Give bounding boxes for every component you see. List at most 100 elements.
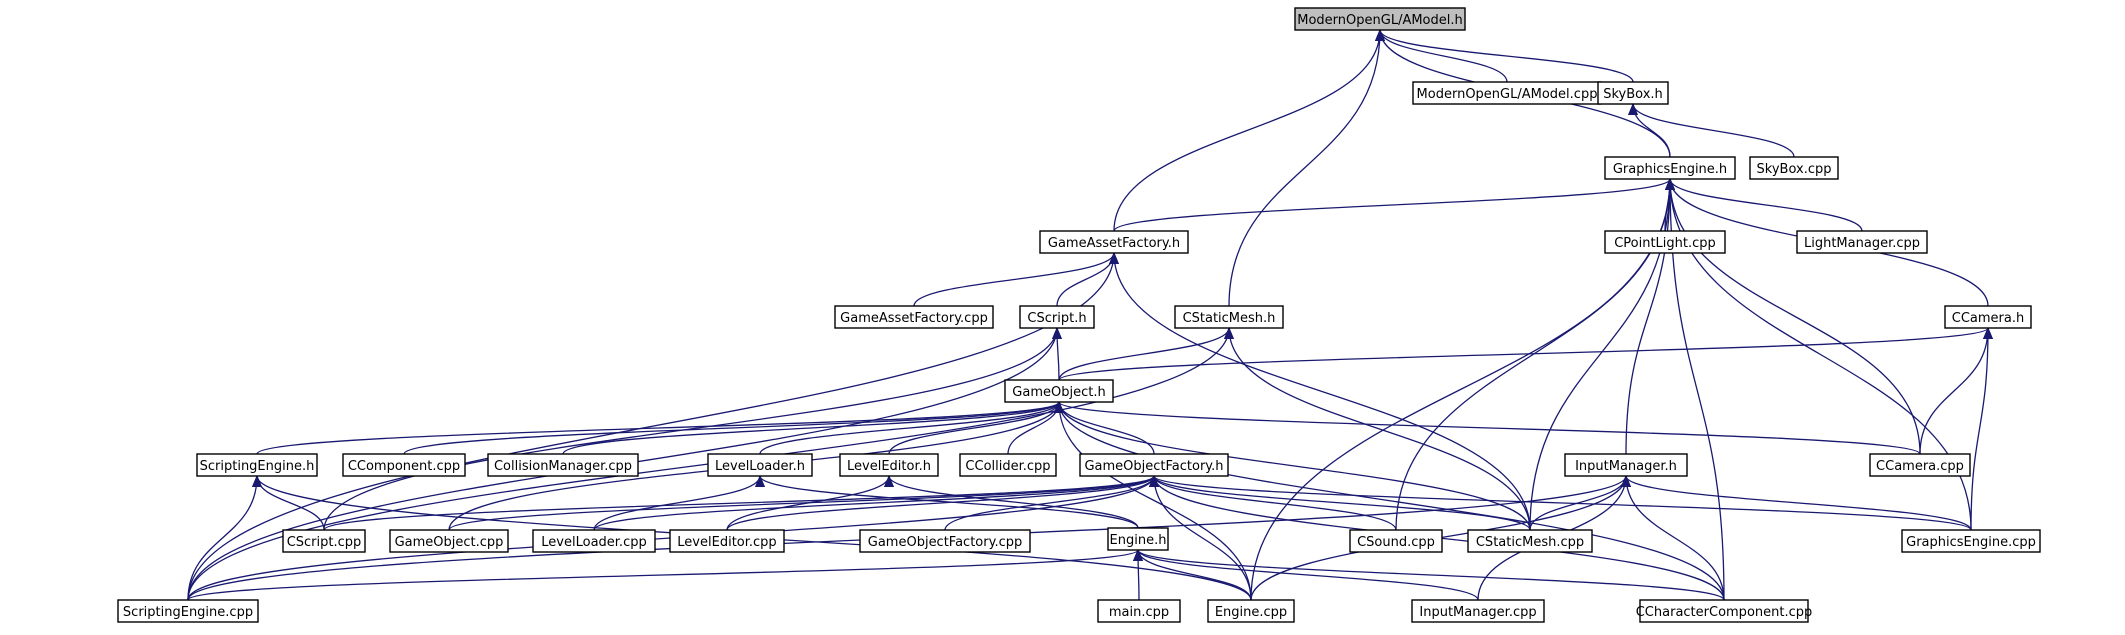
- edge-gameobject_h-to-scriptingengine_h: [256, 401, 1064, 455]
- node-label: GameAssetFactory.cpp: [840, 311, 988, 326]
- node-box: [707, 453, 813, 477]
- node-label: InputManager.cpp: [1419, 605, 1536, 620]
- node-ccollider-cpp[interactable]: CCollider.cpp: [959, 453, 1057, 477]
- node-box: [282, 529, 366, 553]
- edge-amodel_h-to-skybox_h: [1375, 29, 1634, 83]
- nodes-layer: ModernOpenGL/AModel.hModernOpenGL/AModel…: [117, 7, 2041, 623]
- edge-gameobjectfactory_h-to-csound_cpp: [1149, 475, 1397, 531]
- node-csound-cpp[interactable]: CSound.cpp: [1349, 529, 1443, 553]
- node-cscript-h[interactable]: CScript.h: [1019, 305, 1095, 329]
- edge-amodel_h-to-amodel_cpp: [1375, 29, 1508, 83]
- edge-graphicsengine_h-to-lightmanager_cpp: [1665, 178, 1863, 232]
- node-gameobject-cpp[interactable]: GameObject.cpp: [389, 529, 509, 553]
- edge-cstaticmesh_h-to-cstaticmesh_cpp: [1224, 327, 1531, 531]
- edge-ccamera_h-to-graphicsengine_cpp: [1970, 327, 1993, 531]
- node-leveleditor-cpp[interactable]: LevelEditor.cpp: [669, 529, 785, 553]
- edge-gameobject_h-to-ccamera_cpp: [1054, 401, 1921, 455]
- edge-cscript_h-to-cscript_cpp: [323, 327, 1062, 531]
- node-scriptingengine-cpp[interactable]: ScriptingEngine.cpp: [117, 599, 259, 623]
- node-label: SkyBox.h: [1603, 87, 1663, 102]
- edge-skybox_h-to-skybox_cpp: [1628, 103, 1795, 158]
- node-label: GameObject.cpp: [395, 535, 504, 550]
- node-box: [1039, 230, 1189, 254]
- node-levelloader-cpp[interactable]: LevelLoader.cpp: [532, 529, 656, 553]
- node-box: [1901, 529, 2041, 553]
- node-cstaticmesh-h[interactable]: CStaticMesh.h: [1174, 305, 1284, 329]
- edge-amodel_h-to-cstaticmesh_h: [1228, 29, 1385, 307]
- edge-engine_h-to-engine_cpp: [1133, 549, 1252, 601]
- edge-gameobject_h-to-cstaticmesh_cpp: [1054, 401, 1531, 531]
- node-box: [1107, 527, 1169, 551]
- node-ccamera-cpp[interactable]: CCamera.cpp: [1869, 453, 1971, 477]
- node-graphicsengine-cpp[interactable]: GraphicsEngine.cpp: [1901, 529, 2041, 553]
- node-label: CCharacterComponent.cpp: [1636, 605, 1813, 620]
- node-amodel-cpp[interactable]: ModernOpenGL/AModel.cpp: [1412, 81, 1602, 105]
- edge-amodel_h-to-gameassetfactory_h: [1113, 29, 1385, 232]
- node-label: LightManager.cpp: [1804, 236, 1920, 251]
- edge-gameobjectfactory_h-to-cstaticmesh_cpp: [1149, 475, 1531, 531]
- node-gameobjectfactory-cpp[interactable]: GameObjectFactory.cpp: [859, 529, 1031, 553]
- edge-gameobjectfactory_h-to-gameobject_cpp: [448, 475, 1159, 531]
- edge-graphicsengine_h-to-ccamera_cpp: [1665, 178, 1921, 455]
- node-graphicsengine-h[interactable]: GraphicsEngine.h: [1604, 156, 1736, 180]
- node-box: [1294, 7, 1466, 31]
- node-gameobject-h[interactable]: GameObject.h: [1004, 379, 1114, 403]
- edge-gameobjectfactory_h-to-levelloader_cpp: [593, 475, 1159, 531]
- node-skybox-h[interactable]: SkyBox.h: [1597, 81, 1669, 105]
- node-label: GameObjectFactory.cpp: [868, 535, 1022, 550]
- node-box: [532, 529, 656, 553]
- node-label: SkyBox.cpp: [1757, 162, 1832, 177]
- edge-gameobjectfactory_h-to-graphicsengine_cpp: [1149, 475, 1972, 531]
- edge-cscript_h-to-gameobject_h: [1052, 327, 1063, 381]
- edge-gameobject_h-to-collisionmanager_cpp: [562, 401, 1064, 455]
- node-label: CComponent.cpp: [348, 459, 460, 474]
- node-cscript-cpp[interactable]: CScript.cpp: [282, 529, 366, 553]
- node-inputmanager-cpp[interactable]: InputManager.cpp: [1411, 599, 1545, 623]
- node-cpointlight-cpp[interactable]: CPointLight.cpp: [1604, 230, 1726, 254]
- node-levelloader-h[interactable]: LevelLoader.h: [707, 453, 813, 477]
- node-box: [487, 453, 639, 477]
- node-cstaticmesh-cpp[interactable]: CStaticMesh.cpp: [1467, 529, 1593, 553]
- node-gameobjectfactory-h[interactable]: GameObjectFactory.h: [1079, 453, 1229, 477]
- node-gameassetfactory-h[interactable]: GameAssetFactory.h: [1039, 230, 1189, 254]
- node-box: [669, 529, 785, 553]
- node-inputmanager-h[interactable]: InputManager.h: [1564, 453, 1688, 477]
- node-engine-h[interactable]: Engine.h: [1107, 527, 1169, 551]
- node-gameassetfactory-cpp[interactable]: GameAssetFactory.cpp: [834, 305, 994, 329]
- edge-gameobject_h-to-leveleditor_h: [888, 401, 1064, 455]
- edge-engine_h-to-inputmanager_cpp: [1133, 549, 1479, 601]
- node-box: [1796, 230, 1928, 254]
- node-ccharactercomponent-cpp[interactable]: CCharacterComponent.cpp: [1636, 599, 1813, 623]
- node-scriptingengine-h[interactable]: ScriptingEngine.h: [196, 453, 318, 477]
- edge-cstaticmesh_h-to-gameobject_h: [1058, 327, 1234, 381]
- node-collisionmanager-cpp[interactable]: CollisionManager.cpp: [487, 453, 639, 477]
- node-ccamera-h[interactable]: CCamera.h: [1944, 305, 2032, 329]
- edge-levelloader_h-to-levelloader_cpp: [593, 475, 765, 531]
- node-box: [1749, 156, 1839, 180]
- node-leveleditor-h[interactable]: LevelEditor.h: [839, 453, 939, 477]
- node-engine-cpp[interactable]: Engine.cpp: [1207, 599, 1295, 623]
- node-ccomponent-cpp[interactable]: CComponent.cpp: [342, 453, 466, 477]
- node-box: [117, 599, 259, 623]
- edge-gameobjectfactory_h-to-gameobjectfactory_cpp: [944, 475, 1159, 531]
- node-label: GameAssetFactory.h: [1048, 236, 1180, 251]
- edge-graphicsengine_h-to-ccharactercomponent_cpp: [1665, 178, 1725, 601]
- node-label: ModernOpenGL/AModel.h: [1297, 13, 1463, 28]
- node-main-cpp[interactable]: main.cpp: [1097, 599, 1181, 623]
- node-amodel-h[interactable]: ModernOpenGL/AModel.h: [1294, 7, 1466, 31]
- node-box: [1597, 81, 1669, 105]
- node-label: GameObjectFactory.h: [1084, 459, 1223, 474]
- node-skybox-cpp[interactable]: SkyBox.cpp: [1749, 156, 1839, 180]
- edge-gameobjectfactory_h-to-engine_cpp: [1149, 475, 1252, 601]
- node-label: CCamera.cpp: [1876, 459, 1964, 474]
- node-label: InputManager.h: [1575, 459, 1677, 474]
- node-label: ScriptingEngine.cpp: [123, 605, 253, 620]
- edge-gameobject_h-to-ccharactercomponent_cpp: [1054, 401, 1725, 601]
- edge-gameobject_h-to-levelloader_h: [759, 401, 1064, 455]
- node-lightmanager-cpp[interactable]: LightManager.cpp: [1796, 230, 1928, 254]
- edge-gameassetfactory_h-to-cscript_h: [1056, 252, 1119, 307]
- edge-engine_h-to-ccharactercomponent_cpp: [1133, 549, 1725, 601]
- node-box: [859, 529, 1031, 553]
- edge-gameobject_h-to-ccomponent_cpp: [403, 401, 1064, 455]
- node-box: [389, 529, 509, 553]
